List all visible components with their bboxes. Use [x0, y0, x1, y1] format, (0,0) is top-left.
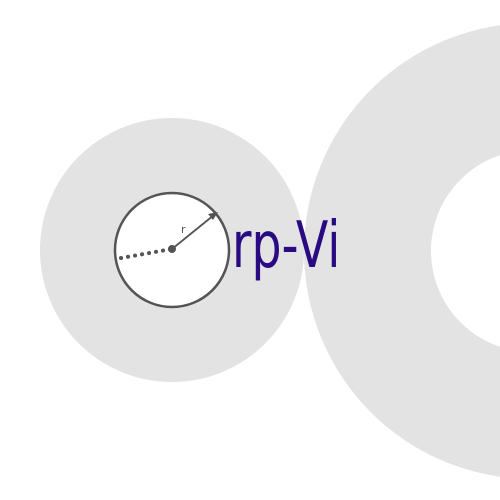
brand-wordmark: rp-Vi: [232, 209, 341, 283]
icon-arrowhead: [208, 212, 218, 220]
icon-dotted-diameter: [119, 247, 174, 260]
radius-label: r: [181, 223, 186, 236]
icon-center-dot: [168, 245, 176, 253]
right-decor-ring: [304, 25, 500, 477]
icon-radius-line: [171, 214, 215, 250]
